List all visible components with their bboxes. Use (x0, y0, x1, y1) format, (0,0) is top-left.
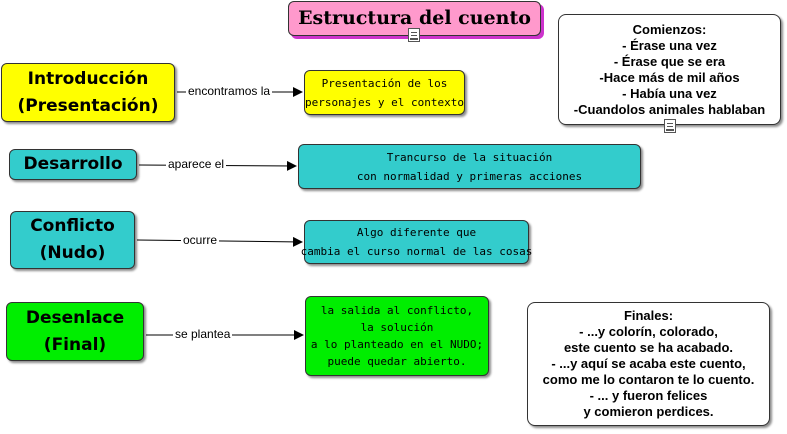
page-title: Estructura del cuento (298, 7, 531, 29)
node-introduccion-line: (Presentación) (17, 95, 159, 116)
desc-line: cambia el curso normal de las cosas (300, 245, 533, 258)
note-line: como me lo contaron te lo cuento. (542, 372, 755, 387)
desc-conflicto[interactable]: Algo diferente que cambia el curso norma… (301, 220, 532, 264)
node-introduccion-line: Introducción (27, 68, 149, 89)
desc-line: la solución (360, 321, 434, 334)
connector-label-desenlace: se plantea (173, 327, 233, 341)
note-line: Comienzos: (632, 21, 707, 37)
connector-label-desarrollo: aparece el (166, 157, 227, 171)
node-desenlace-line: (Final) (43, 334, 107, 355)
node-desarrollo[interactable]: Desarrollo (9, 149, 137, 180)
title-node[interactable]: Estructura del cuento (288, 1, 541, 36)
desc-desarrollo[interactable]: Trancurso de la situación con normalidad… (298, 144, 641, 189)
desc-introduccion[interactable]: Presentación de los personajes y el cont… (304, 70, 465, 115)
note-line: - Había una vez (622, 85, 717, 101)
note-line: - Érase una vez (622, 37, 717, 53)
note-finales[interactable]: Finales: - ...y colorín, colorado, este … (527, 302, 770, 426)
desc-line: Trancurso de la situación (386, 150, 553, 164)
node-conflicto-line: (Nudo) (39, 243, 106, 263)
note-line: - ...y colorín, colorado, (579, 324, 718, 339)
connector-label-introduccion: encontramos la (186, 84, 273, 98)
note-line: - Érase que se era (613, 53, 726, 69)
node-desenlace-line: Desenlace (25, 307, 125, 328)
link-conflicto (136, 236, 303, 247)
node-conflicto-line: Conflicto (30, 216, 115, 236)
note-line: este cuento se ha acabado. (563, 340, 734, 355)
desc-line: a lo planteado en el NUDO; (310, 338, 484, 351)
note-comienzos[interactable]: Comienzos: - Érase una vez - Érase que s… (558, 14, 781, 125)
node-conflicto[interactable]: Conflicto (Nudo) (10, 211, 135, 269)
desc-line: puede quedar abierto. (327, 355, 467, 368)
desc-line: personajes y el contexto (305, 95, 464, 109)
node-desenlace[interactable]: Desenlace (Final) (6, 302, 144, 361)
document-icon[interactable] (408, 28, 420, 42)
node-introduccion[interactable]: Introducción (Presentación) (1, 63, 175, 122)
desc-desenlace[interactable]: la salida al conflicto, la solución a lo… (305, 296, 489, 376)
connector-label-conflicto: ocurre (181, 233, 220, 247)
desc-line: la salida al conflicto, (320, 304, 474, 317)
note-line: - ... y fueron felices (589, 388, 708, 403)
note-line: Finales: (623, 308, 674, 323)
desc-line: Algo diferente que (356, 226, 477, 239)
desc-line: con normalidad y primeras acciones (356, 169, 583, 183)
desc-line: Presentación de los (321, 76, 448, 90)
node-desarrollo-line: Desarrollo (23, 154, 123, 174)
note-line: y comieron perdices. (583, 404, 714, 419)
note-line: -Cuandolos animales hablaban (573, 101, 766, 117)
note-line: - ...y aquí se acaba este cuento, (551, 356, 746, 371)
document-icon[interactable] (664, 119, 676, 133)
note-line: -Hace más de mil años (599, 69, 740, 85)
